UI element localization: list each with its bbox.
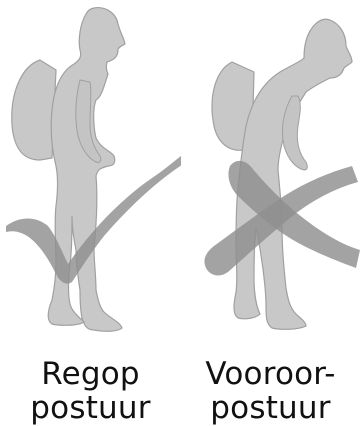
caption-stooped-line1: Vooroor-	[180, 357, 361, 391]
caption-upright-line1: Regop	[0, 357, 181, 391]
panel-upright-posture: Regop postuur	[0, 0, 181, 425]
caption-stooped-line2: postuur	[180, 391, 361, 425]
backpack-shape	[12, 60, 56, 160]
caption-upright-posture: Regop postuur	[0, 357, 181, 425]
caption-upright-line2: postuur	[0, 391, 181, 425]
caption-stooped-posture: Vooroor- postuur	[180, 357, 361, 425]
upright-person-silhouette	[48, 8, 125, 332]
panel-stooped-posture: Vooroor- postuur	[180, 0, 361, 425]
